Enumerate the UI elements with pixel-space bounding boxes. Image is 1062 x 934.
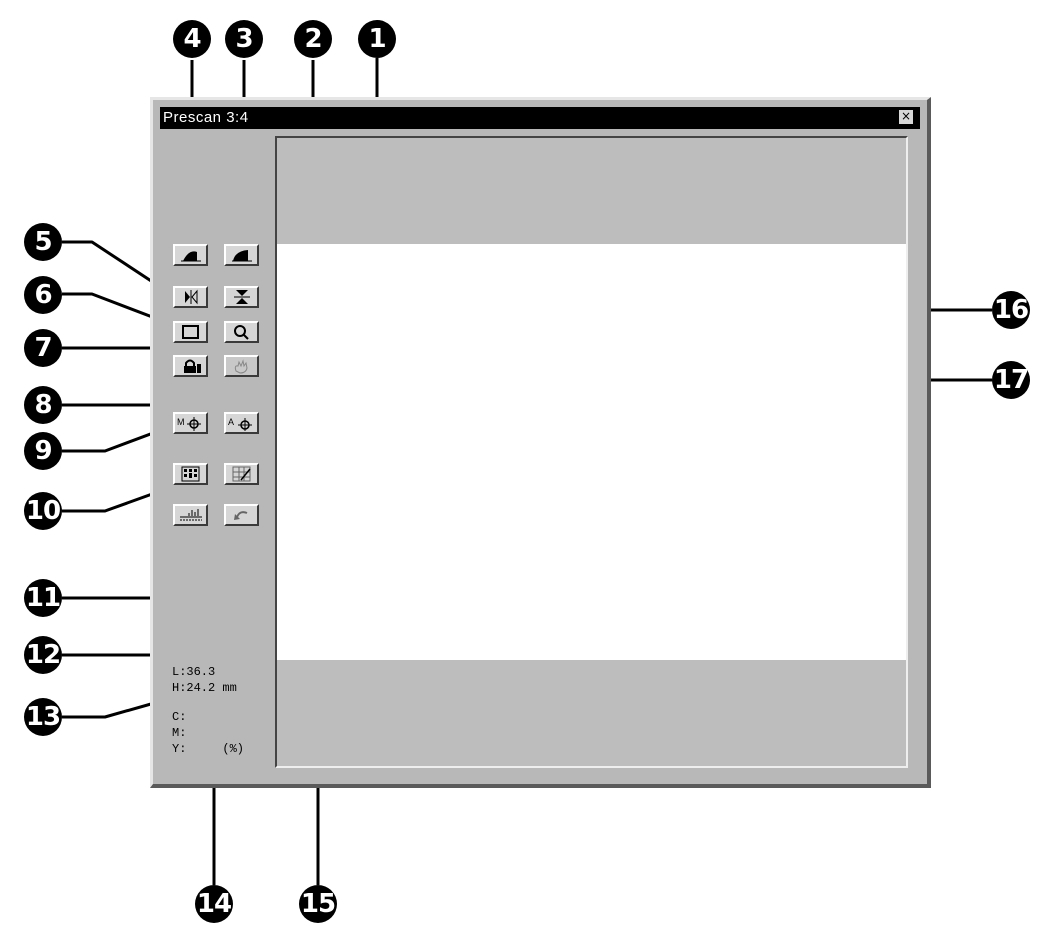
svg-text:A: A — [228, 417, 234, 427]
frame-icon — [182, 325, 199, 339]
callout-6: 6 — [24, 276, 62, 314]
light-curve-button[interactable] — [224, 244, 259, 266]
hand-icon — [234, 359, 248, 374]
zoom-icon — [234, 325, 249, 340]
height-readout: H:24.2 mm — [172, 681, 237, 695]
callout-4: 4 — [173, 20, 211, 58]
close-button[interactable]: × — [898, 109, 914, 125]
cyan-readout: C: — [172, 710, 187, 724]
callout-13: 13 — [24, 698, 62, 736]
manual-focus-icon: M — [177, 417, 201, 431]
dark-curve-button[interactable] — [173, 244, 208, 266]
prescan-preview-area[interactable] — [275, 136, 908, 768]
callout-17: 17 — [992, 361, 1030, 399]
flip-vertical-button[interactable] — [224, 286, 259, 308]
callout-9: 9 — [24, 432, 62, 470]
dark-curve-icon — [181, 251, 201, 262]
undo-icon — [234, 511, 248, 520]
frame-button[interactable] — [173, 321, 208, 343]
preview-bottom-border — [277, 660, 906, 766]
callout-8: 8 — [24, 386, 62, 424]
callout-12: 12 — [24, 636, 62, 674]
callout-11: 11 — [24, 579, 62, 617]
callout-16: 16 — [992, 291, 1030, 329]
undo-button[interactable] — [224, 504, 259, 526]
lock-icon — [184, 359, 201, 373]
callout-14: 14 — [195, 885, 233, 923]
callout-2: 2 — [294, 20, 332, 58]
callout-10: 10 — [24, 492, 62, 530]
prescan-window: Prescan 3:4 × — [150, 97, 931, 788]
yellow-readout: Y: (%) — [172, 742, 245, 756]
callout-7: 7 — [24, 329, 62, 367]
grid-edit-button[interactable] — [224, 463, 259, 485]
manual-focus-button[interactable]: M — [173, 412, 208, 434]
length-readout: L:36.3 — [172, 665, 216, 679]
grid-select-icon — [181, 466, 200, 482]
histogram-icon — [180, 509, 202, 521]
magenta-readout: M: — [172, 726, 187, 740]
svg-text:M: M — [177, 417, 185, 427]
auto-focus-button[interactable]: A — [224, 412, 259, 434]
flip-horizontal-icon — [185, 289, 198, 305]
callout-1: 1 — [358, 20, 396, 58]
grid-edit-icon — [232, 466, 251, 482]
histogram-button[interactable] — [173, 504, 208, 526]
title-bar[interactable]: Prescan 3:4 × — [160, 107, 920, 129]
light-curve-icon — [232, 250, 252, 262]
flip-horizontal-button[interactable] — [173, 286, 208, 308]
hand-button[interactable] — [224, 355, 259, 377]
zoom-button[interactable] — [224, 321, 259, 343]
grid-select-button[interactable] — [173, 463, 208, 485]
window-title: Prescan 3:4 — [163, 109, 249, 126]
callout-5: 5 — [24, 223, 62, 261]
preview-top-border — [277, 138, 906, 244]
flip-vertical-icon — [234, 290, 250, 304]
callout-3: 3 — [225, 20, 263, 58]
lock-button[interactable] — [173, 355, 208, 377]
callout-15: 15 — [299, 885, 337, 923]
auto-focus-icon: A — [228, 417, 252, 431]
